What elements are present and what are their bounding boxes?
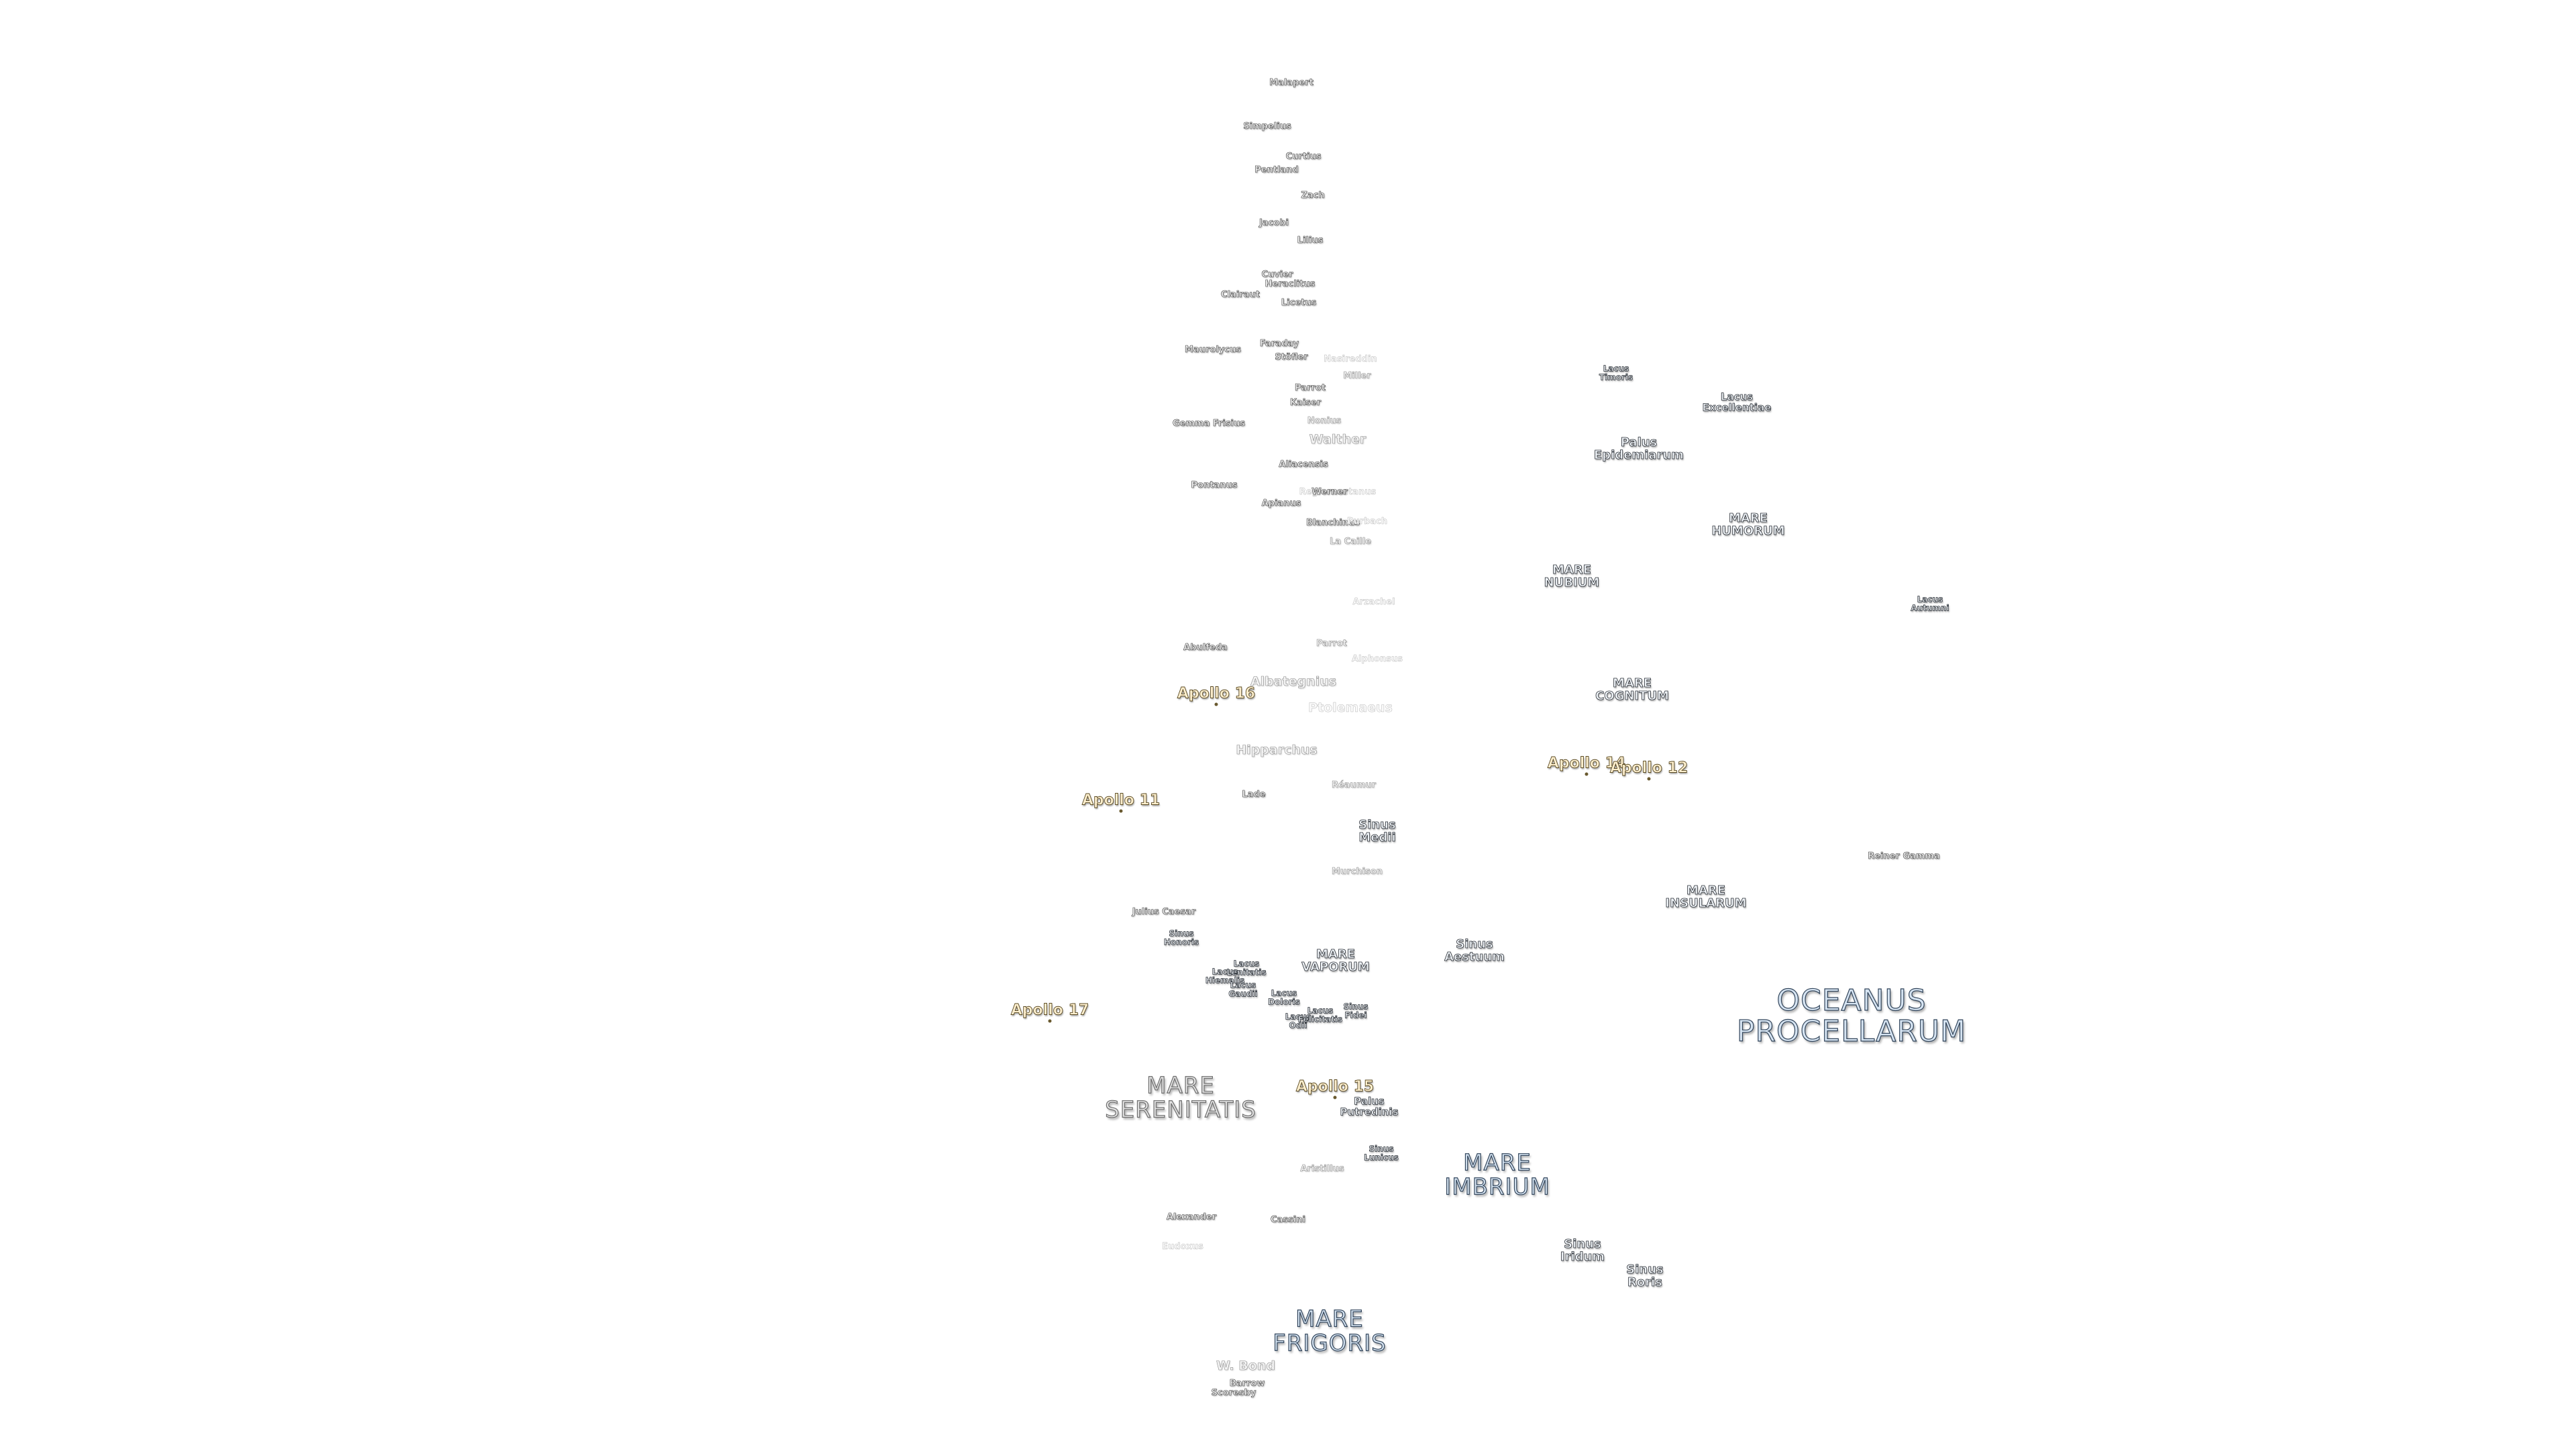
- map-label-lacus-doloris[interactable]: Lacus Doloris: [1268, 988, 1301, 1006]
- map-label-parrot-2[interactable]: Parrot: [1316, 639, 1348, 649]
- map-label-nonius[interactable]: Nonius: [1307, 416, 1342, 427]
- map-label-lacus-felicitatis[interactable]: Lacus Felicitatis: [1297, 1006, 1343, 1024]
- map-label-julius-caesar[interactable]: Julius Caesar: [1132, 907, 1196, 918]
- map-label-lade[interactable]: Lade: [1242, 790, 1266, 800]
- apollo-site-marker-icon[interactable]: [1119, 809, 1123, 813]
- map-label-mare-frigoris[interactable]: MARE FRIGORIS: [1273, 1305, 1387, 1356]
- map-label-lacus-lenitatis[interactable]: Lacus Lenitatis: [1226, 959, 1267, 977]
- map-label-lacus-excellentiae[interactable]: Lacus Excellentiae: [1702, 390, 1772, 413]
- map-label-nasireddin[interactable]: Nasireddin: [1324, 354, 1377, 365]
- map-label-la-caille[interactable]: La Caille: [1329, 537, 1372, 547]
- map-label-aliacensis[interactable]: Aliacensis: [1279, 460, 1328, 470]
- map-label-cassini[interactable]: Cassini: [1271, 1215, 1306, 1226]
- map-label-lacus-gaudii[interactable]: Lacus Gaudii: [1228, 980, 1258, 998]
- apollo-site-marker-icon[interactable]: [1048, 1019, 1052, 1023]
- apollo-label-apollo-15[interactable]: Apollo 15: [1295, 1078, 1375, 1095]
- map-label-walther[interactable]: Walther: [1309, 432, 1366, 447]
- map-label-jacobi[interactable]: Jacobi: [1258, 218, 1289, 229]
- apollo-label-apollo-12[interactable]: Apollo 12: [1609, 759, 1688, 777]
- map-label-sinus-aestuum[interactable]: Sinus Aestuum: [1444, 937, 1505, 964]
- map-label-lilius[interactable]: Lilius: [1297, 235, 1324, 246]
- apollo-label-apollo-11[interactable]: Apollo 11: [1081, 792, 1161, 809]
- map-label-lacus-hiemalis[interactable]: Lacus Hiemalis: [1205, 967, 1245, 985]
- map-label-alphonsus[interactable]: Alphonsus: [1352, 654, 1403, 665]
- map-label-maurolycus[interactable]: Maurolycus: [1185, 345, 1242, 356]
- map-label-heraclitus[interactable]: Heraclitus: [1265, 279, 1316, 290]
- map-label-licetus[interactable]: Licetus: [1281, 298, 1317, 309]
- apollo-site-marker-icon[interactable]: [1585, 772, 1589, 776]
- map-label-w-bond[interactable]: W. Bond: [1216, 1358, 1276, 1374]
- map-label-palus-epidemiarum[interactable]: Palus Epidemiarum: [1594, 435, 1684, 462]
- map-label-scoresby[interactable]: Scoresby: [1211, 1388, 1256, 1399]
- map-label-murchison[interactable]: Murchison: [1332, 867, 1383, 877]
- map-label-sinus-iridum[interactable]: Sinus Iridum: [1560, 1237, 1605, 1264]
- map-label-sinus-honoris[interactable]: Sinus Honoris: [1163, 928, 1199, 947]
- map-label-ptolemaeus[interactable]: Ptolemaeus: [1308, 700, 1393, 716]
- map-label-miller[interactable]: Miller: [1343, 371, 1371, 382]
- map-label-reaumur[interactable]: Réaumur: [1331, 780, 1377, 791]
- map-label-lacus-timoris[interactable]: Lacus Timoris: [1599, 364, 1633, 382]
- map-label-mare-nubium[interactable]: MARE NUBIUM: [1544, 563, 1600, 590]
- map-label-kaiser[interactable]: Kaiser: [1289, 398, 1322, 409]
- map-label-cuvier[interactable]: Cuvier: [1261, 270, 1293, 280]
- map-label-clairaut[interactable]: Clairaut: [1221, 290, 1260, 301]
- apollo-site-marker-icon[interactable]: [1214, 702, 1218, 706]
- apollo-label-apollo-16[interactable]: Apollo 16: [1177, 685, 1256, 702]
- map-label-reiner-gamma[interactable]: Reiner Gamma: [1868, 851, 1940, 862]
- map-label-mare-vaporum[interactable]: MARE VAPORUM: [1301, 947, 1370, 974]
- apollo-label-apollo-17[interactable]: Apollo 17: [1010, 1002, 1089, 1019]
- map-label-mare-insularum[interactable]: MARE INSULARUM: [1665, 883, 1747, 910]
- map-label-lacus-odii[interactable]: Lacus Odii: [1285, 1012, 1311, 1030]
- map-label-pentland[interactable]: Pentland: [1254, 165, 1299, 176]
- map-label-zach[interactable]: Zach: [1301, 191, 1325, 201]
- map-label-abulfeda[interactable]: Abulfeda: [1183, 643, 1228, 653]
- map-label-faraday[interactable]: Faraday: [1259, 339, 1299, 350]
- map-label-eudoxus[interactable]: Eudoxus: [1162, 1242, 1203, 1252]
- map-label-mare-serenitatis[interactable]: MARE SERENITATIS: [1105, 1072, 1256, 1123]
- map-label-werner[interactable]: Werner: [1311, 487, 1348, 498]
- apollo-label-apollo-14[interactable]: Apollo 14: [1547, 755, 1626, 772]
- map-label-mare-imbrium[interactable]: MARE IMBRIUM: [1444, 1149, 1550, 1200]
- map-label-curtius[interactable]: Curtius: [1285, 152, 1322, 162]
- map-label-pontanus[interactable]: Pontanus: [1191, 480, 1238, 491]
- map-label-mare-humorum[interactable]: MARE HUMORUM: [1711, 511, 1785, 538]
- map-label-parrot[interactable]: Parrot: [1295, 383, 1326, 394]
- map-label-sinus-lunicus[interactable]: Sinus Lunicus: [1364, 1144, 1399, 1162]
- map-label-simpelius[interactable]: Simpelius: [1243, 121, 1291, 132]
- map-label-mare-cognitum[interactable]: MARE COGNITUM: [1595, 676, 1670, 703]
- map-label-albategnius[interactable]: Albategnius: [1250, 674, 1337, 690]
- map-label-barrow[interactable]: Barrow: [1229, 1379, 1265, 1389]
- map-label-sinus-fidei[interactable]: Sinus Fidei: [1343, 1002, 1368, 1020]
- map-label-blanchinus[interactable]: Blanchinus: [1305, 518, 1360, 529]
- map-label-stofler[interactable]: Stöfler: [1275, 352, 1308, 363]
- map-label-oceanus-procellarum[interactable]: OCEANUS PROCELLARUM: [1736, 983, 1967, 1049]
- map-label-malapert[interactable]: Malapert: [1269, 78, 1313, 89]
- map-label-sinus-medii[interactable]: Sinus Medii: [1358, 818, 1396, 845]
- map-label-purbach[interactable]: Purbach: [1346, 517, 1388, 527]
- map-label-apianus[interactable]: Apianus: [1261, 498, 1301, 509]
- map-label-aristillus[interactable]: Aristillus: [1300, 1164, 1344, 1175]
- map-label-regiomontanus[interactable]: Regiomontanus: [1299, 487, 1377, 498]
- apollo-site-marker-icon[interactable]: [1647, 777, 1651, 781]
- map-label-gemma-frisius[interactable]: Gemma Frisius: [1173, 419, 1246, 429]
- map-label-hipparchus[interactable]: Hipparchus: [1236, 743, 1318, 758]
- map-label-arzachel[interactable]: Arzachel: [1352, 597, 1395, 608]
- map-label-sinus-roris[interactable]: Sinus Roris: [1626, 1263, 1664, 1289]
- map-label-palus-putredinis[interactable]: Palus Putredinis: [1340, 1095, 1399, 1118]
- map-label-lacus-autumni[interactable]: Lacus Autumni: [1911, 594, 1949, 612]
- map-label-alexander[interactable]: Alexander: [1166, 1212, 1217, 1223]
- apollo-site-marker-icon[interactable]: [1333, 1095, 1337, 1099]
